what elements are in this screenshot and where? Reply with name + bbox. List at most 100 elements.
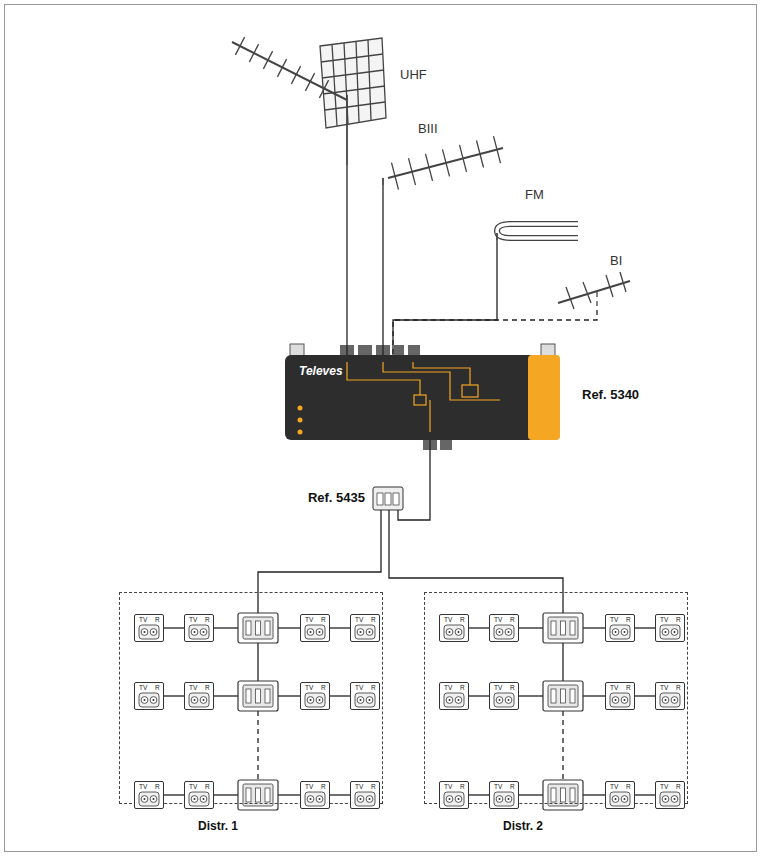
- socket-label: R: [460, 616, 465, 623]
- distribution-wiring: [562, 593, 563, 613]
- outlet-socket: TVR: [439, 614, 469, 642]
- socket-label: TV: [355, 616, 363, 623]
- biii-antenna: [392, 163, 399, 190]
- socket-symbol: [660, 693, 680, 707]
- amplifier-body: [358, 345, 372, 355]
- tap-symbol: [543, 681, 583, 711]
- socket-symbol: [615, 631, 617, 633]
- outlet-socket: TVR: [184, 682, 214, 710]
- socket-symbol: [499, 699, 501, 701]
- socket-symbol: [662, 796, 669, 803]
- socket-symbol: [191, 796, 198, 803]
- biii-antenna: [460, 145, 467, 172]
- socket-symbol: [369, 631, 371, 633]
- band-label: BIII: [418, 122, 438, 137]
- socket-symbol: [150, 697, 157, 704]
- uhf-antenna: [249, 44, 258, 62]
- distribution-wiring: [562, 643, 563, 681]
- socket-symbol: [194, 631, 196, 633]
- socket-symbol: [615, 699, 617, 701]
- uhf-antenna: [325, 102, 385, 110]
- uhf-antenna: [356, 41, 359, 122]
- uhf-antenna: [232, 42, 347, 100]
- socket-symbol: [444, 693, 464, 707]
- socket-symbol: [499, 798, 501, 800]
- outlet-socket: TVR: [439, 781, 469, 809]
- socket-symbol: [153, 631, 155, 633]
- splitter-body: [377, 493, 383, 505]
- socket-label: TV: [189, 616, 197, 623]
- bi-antenna: [596, 292, 597, 310]
- socket-label: R: [676, 684, 681, 691]
- socket-symbol: [355, 693, 375, 707]
- socket-label: R: [321, 783, 326, 790]
- outlet-socket: TVR: [489, 614, 519, 642]
- socket-symbol: [458, 699, 460, 701]
- biii-antenna: [494, 136, 501, 163]
- socket-label: R: [626, 783, 631, 790]
- socket-symbol: [671, 629, 678, 636]
- group-label: Distr. 2: [503, 820, 543, 834]
- socket-symbol: [200, 629, 207, 636]
- distribution-wiring: [635, 794, 655, 795]
- socket-symbol: [610, 625, 630, 639]
- distribution-wiring: [164, 695, 184, 696]
- distribution-wiring: [635, 627, 655, 628]
- socket-label: TV: [305, 616, 313, 623]
- socket-symbol: [305, 792, 325, 806]
- socket-symbol: [319, 699, 321, 701]
- distribution-wiring: [330, 794, 350, 795]
- amplifier-body: [285, 355, 560, 440]
- socket-label: TV: [610, 684, 618, 691]
- socket-symbol: [316, 697, 323, 704]
- distribution-wiring: [278, 695, 300, 696]
- distribution-wiring: [635, 695, 655, 696]
- socket-symbol: [455, 629, 462, 636]
- socket-label: TV: [305, 783, 313, 790]
- socket-label: TV: [660, 616, 668, 623]
- socket-symbol: [665, 798, 667, 800]
- uhf-antenna: [346, 95, 348, 165]
- socket-label: R: [371, 783, 376, 790]
- distribution-wiring: [214, 627, 238, 628]
- socket-label: TV: [660, 684, 668, 691]
- brand-logo: Televes: [299, 365, 343, 379]
- antenna-label-box: FM: [490, 215, 585, 240]
- socket-symbol: [494, 792, 514, 806]
- outlet-socket: TVR: [605, 614, 635, 642]
- antenna-label-box: BIII: [375, 145, 510, 185]
- distribution-wiring: [583, 627, 605, 628]
- bi-antenna: [620, 272, 626, 292]
- outlet-socket: TVR: [350, 682, 380, 710]
- socket-symbol: [449, 699, 451, 701]
- distribution-wiring: [257, 643, 258, 681]
- outlet-socket: TVR: [655, 781, 685, 809]
- biii-antenna: [409, 158, 416, 185]
- socket-symbol: [499, 631, 501, 633]
- amplifier-body: [440, 440, 452, 450]
- socket-symbol: [310, 631, 312, 633]
- bi-antenna: [558, 272, 630, 310]
- socket-symbol: [624, 631, 626, 633]
- distribution-wiring: [583, 695, 605, 696]
- bi-antenna: [566, 287, 574, 309]
- biii-antenna: [382, 178, 384, 185]
- amplifier-body: [528, 355, 560, 440]
- socket-symbol: [194, 699, 196, 701]
- biii-antenna: [388, 148, 503, 178]
- uhf-antenna: [232, 37, 386, 165]
- outlet-socket: TVR: [300, 682, 330, 710]
- socket-label: TV: [355, 783, 363, 790]
- socket-label: R: [371, 616, 376, 623]
- outlet-socket: TV R: [350, 614, 380, 642]
- outlet-socket: TVR: [134, 682, 164, 710]
- amplifier-body: [541, 344, 555, 356]
- fm-antenna: [497, 224, 578, 240]
- socket-symbol: [150, 796, 157, 803]
- splitter-body: [385, 493, 391, 505]
- socket-label: R: [205, 616, 210, 623]
- socket-label: TV: [610, 783, 618, 790]
- socket-symbol: [200, 796, 207, 803]
- socket-label: R: [155, 616, 160, 623]
